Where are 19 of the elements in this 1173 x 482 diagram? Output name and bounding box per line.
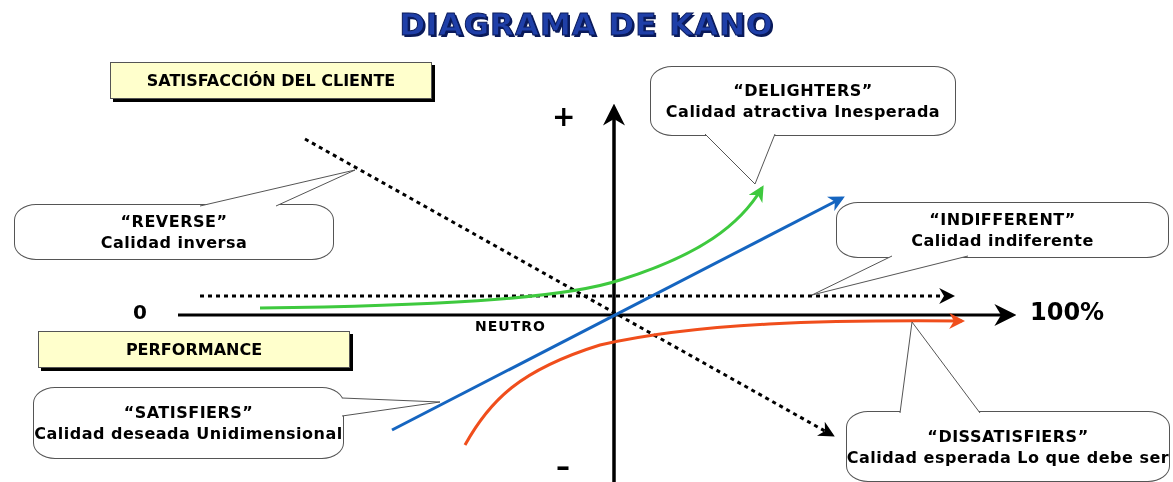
callout-text: Calidad inversa — [100, 232, 248, 253]
callout-heading: “DELIGHTERS” — [733, 80, 873, 101]
callout-heading: “DISSATISFIERS” — [927, 425, 1089, 447]
callout-text: Calidad esperada Lo que debe ser — [846, 446, 1170, 468]
diagram-title: DIAGRAMA DE KANO — [398, 6, 775, 42]
axis-title-box: SATISFACCIÓN DEL CLIENTE — [110, 62, 432, 99]
callout-heading: “REVERSE” — [120, 211, 228, 232]
callout-heading: “SATISFIERS” — [123, 402, 254, 423]
callout-bubble — [33, 387, 344, 459]
axis-title-box: PERFORMANCE — [38, 331, 350, 368]
callout-text: Calidad atractiva Inesperada — [665, 101, 941, 122]
plus-sign: + — [552, 100, 576, 133]
callout-heading: “INDIFFERENT” — [929, 209, 1076, 230]
callout-text: Calidad indiferente — [911, 230, 1094, 251]
percent-label: 100% — [1030, 298, 1105, 326]
neutral-label: NEUTRO — [475, 318, 546, 334]
origin-label: 0 — [133, 300, 147, 324]
minus-sign: – — [556, 450, 570, 482]
callout-text: Calidad deseada Unidimensional — [34, 423, 343, 444]
